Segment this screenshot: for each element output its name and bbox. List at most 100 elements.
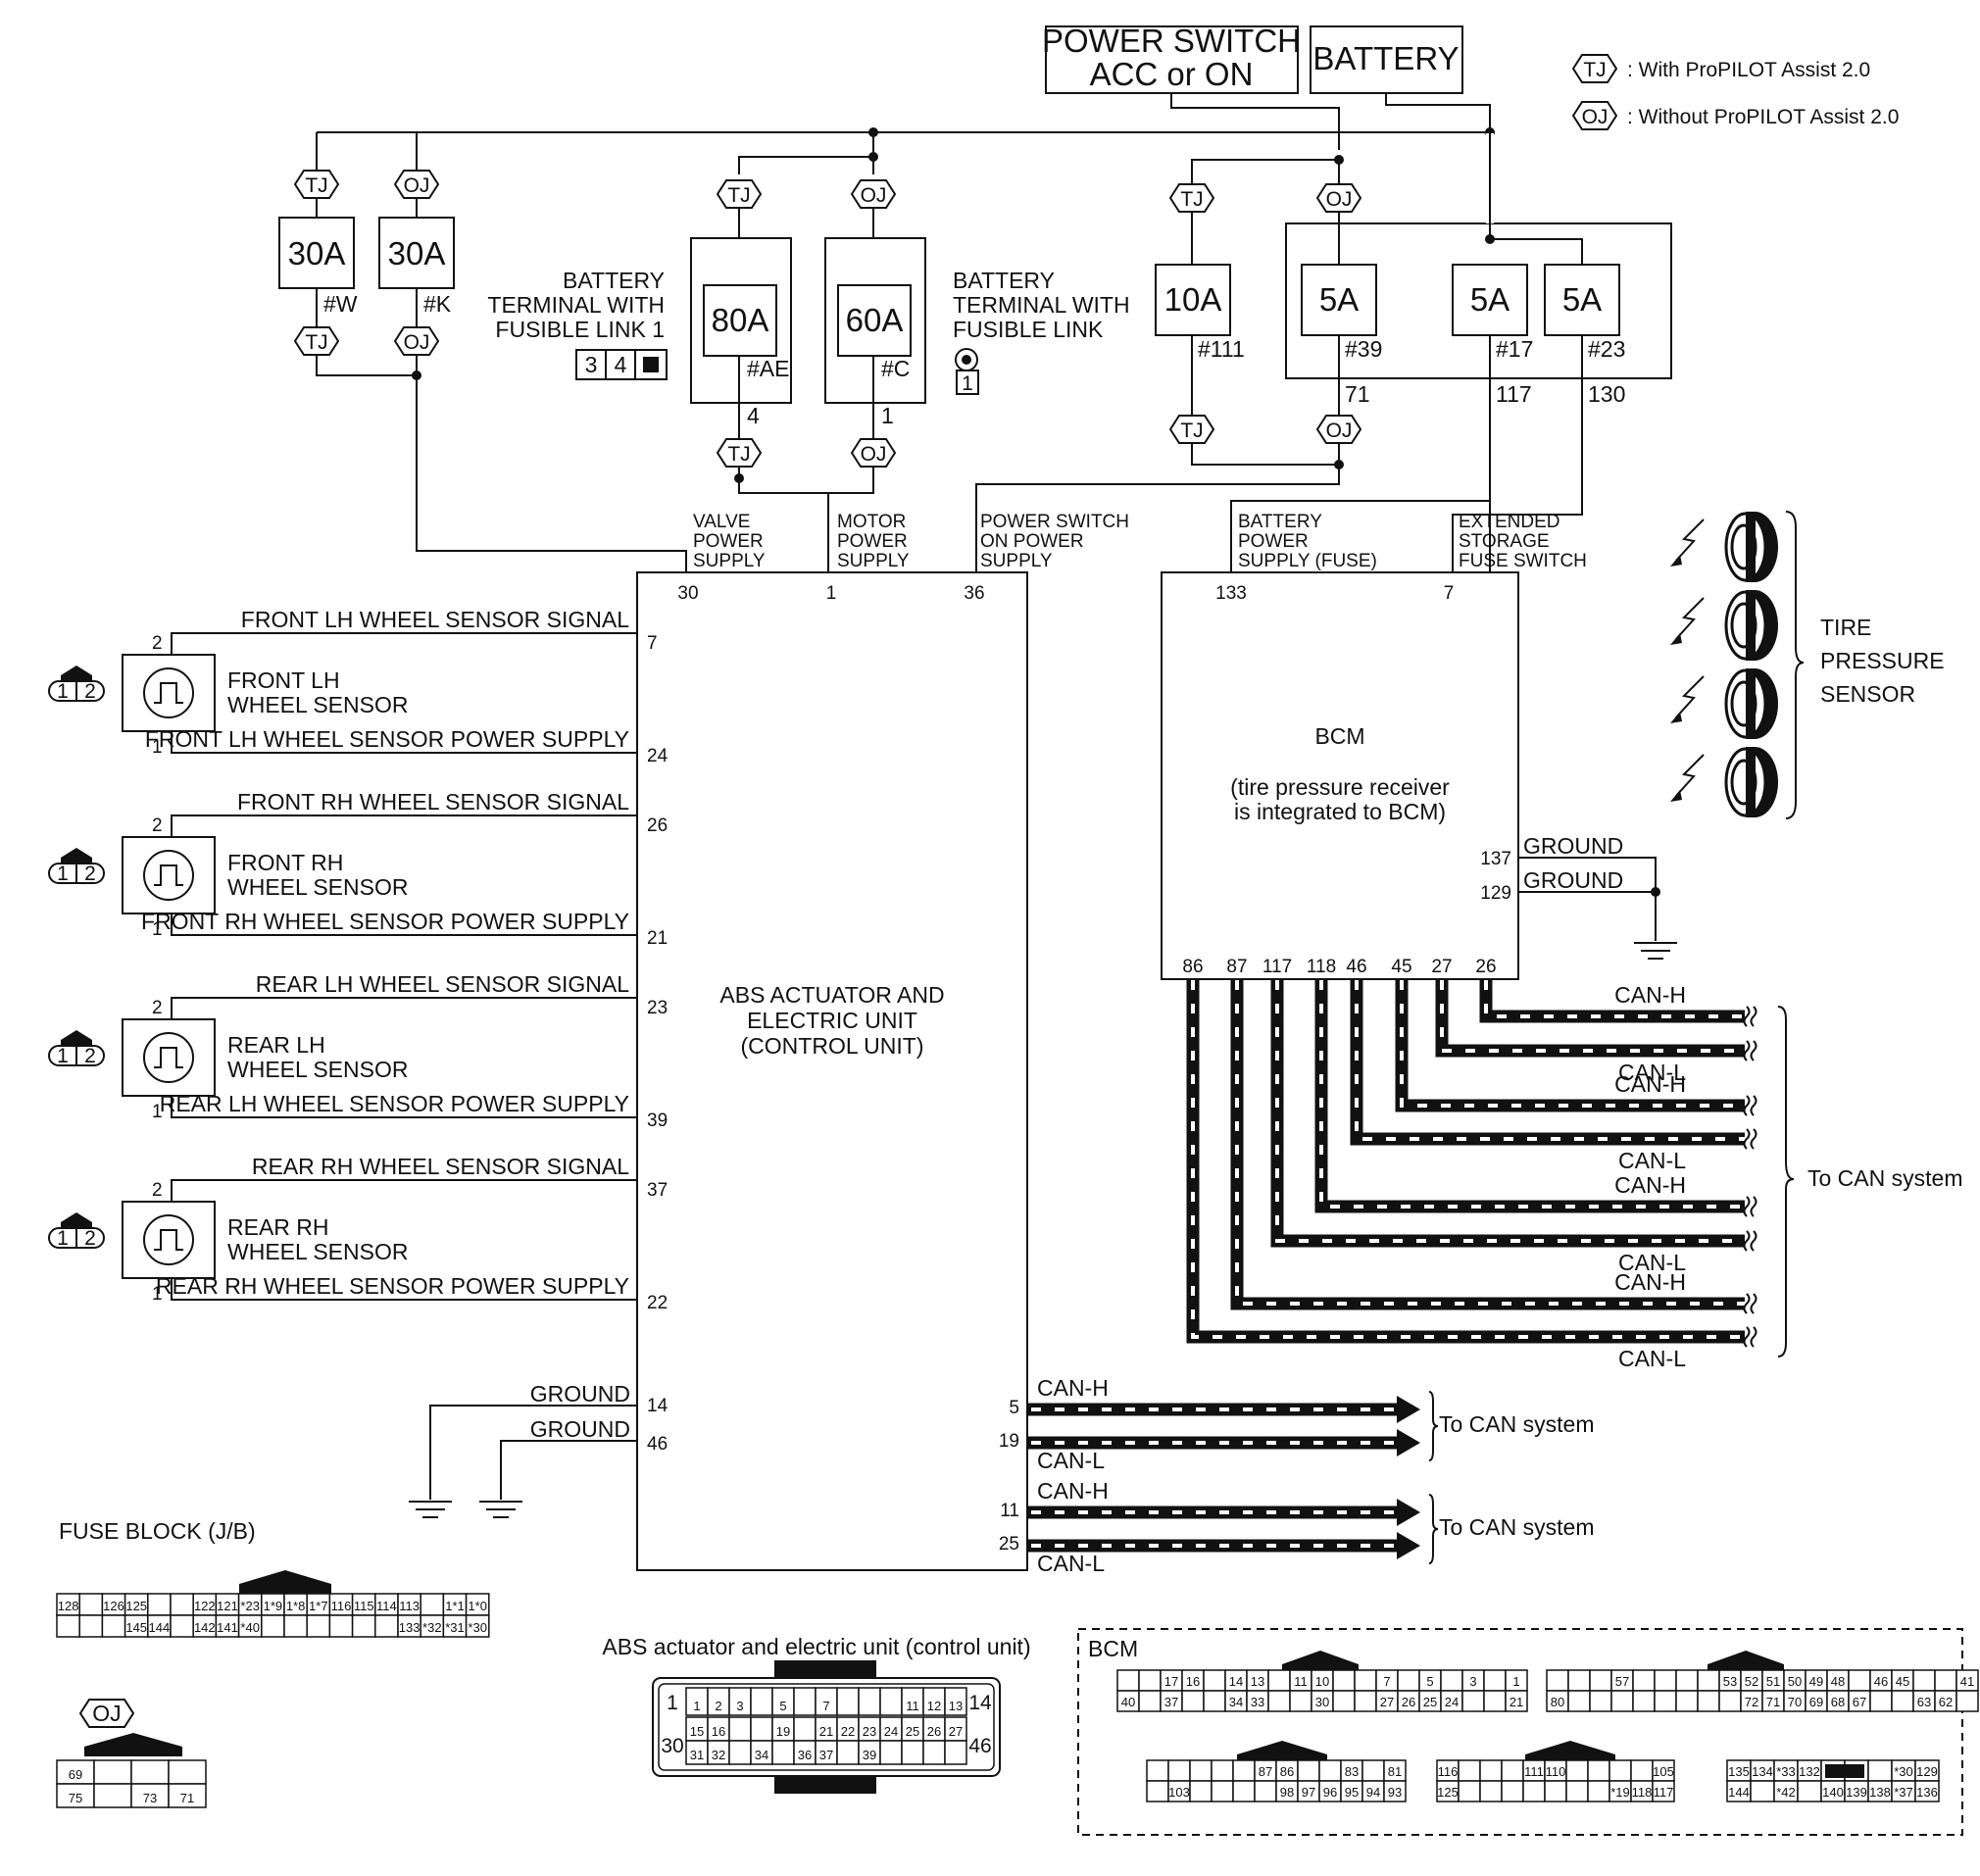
sensor-signal-label: FRONT RH WHEEL SENSOR SIGNAL [237,789,629,815]
connector-pin: 21 [1510,1695,1523,1709]
sensor-power-label: REAR RH WHEEL SENSOR POWER SUPPLY [156,1273,629,1299]
wheel-sensor-icon [143,667,194,718]
connector-pin: 7 [1383,1674,1390,1689]
connector-pin: 17 [1164,1674,1178,1689]
tire-icon [1724,668,1778,739]
bcm-ground-label: GROUND [1523,833,1623,859]
abs-pin: 25 [999,1534,1019,1555]
fuse-id: #C [881,356,910,381]
abs-conn-title: ABS actuator and electric unit (control … [602,1634,1030,1659]
fuse-rating: 30A [388,235,446,272]
bcm-subtitle: (tire pressure receiver [1230,774,1450,800]
connector-pin: 133 [399,1620,421,1635]
bcm-ext-label: FUSE SWITCH [1459,551,1587,571]
connector-pin: *19 [1610,1785,1630,1800]
abs-pin: 39 [647,1111,668,1131]
oj-title: OJ [92,1701,121,1726]
sensor-name: REAR RH [227,1214,329,1240]
svg-text:2: 2 [84,680,96,703]
connector-pin: 125 [125,1599,147,1613]
signal-icon [1670,754,1705,802]
sensor-power-label: FRONT RH WHEEL SENSOR POWER SUPPLY [141,909,629,934]
connector-pin: 87 [1259,1764,1272,1779]
connector-pin: 111 [1524,1764,1544,1779]
tj-tag-icon [1571,54,1618,83]
fl-label-1: BATTERY [953,268,1055,293]
legend-oj-tag: OJ [1582,106,1609,128]
sensor-name: WHEEL SENSOR [227,874,408,900]
can-line: CAN-H [1314,980,1757,1217]
abs-can-lines: CAN-H CAN-L To CAN system CAN-H CAN-L To… [1027,1375,1594,1576]
connector-pin: 69 [69,1767,82,1782]
bcm-bat-label: POWER [1238,531,1309,552]
sensor-pin: 1 [152,1102,163,1122]
can-h-label: CAN-H [1614,1269,1686,1295]
can-line: CAN-L [1027,1532,1420,1576]
battery: BATTERY [1310,25,1463,94]
can-line: CAN-H [1479,980,1757,1027]
svg-text:2: 2 [84,1227,96,1250]
tag-label: OJ [861,184,887,207]
legend-tj-text: : With ProPILOT Assist 2.0 [1627,59,1870,81]
can-l-label: CAN-L [1037,1551,1105,1576]
wheel-sensor-icon [143,850,194,901]
fuse-30a-k: OJ 30A #K OJ [378,132,687,572]
wheel-sensor-icon [143,1214,194,1265]
sensor-signal-label: REAR LH WHEEL SENSOR SIGNAL [256,971,630,997]
fuse-id: #AE [747,356,789,381]
connector-pin: 114 [376,1599,397,1613]
connector-pin: 110 [1546,1764,1566,1779]
connector-pin: 14 [1229,1674,1243,1689]
fuse-box-5a: OJ 5A #39 71 OJ 5A #17 117 5A #23 130 [975,183,1672,572]
tire-pressure-label: TIRE PRESSURE SENSOR [1785,511,1945,819]
connector-pin: *30 [468,1620,487,1635]
fuse-id: #17 [1496,336,1533,362]
sensor-pin: 1 [152,737,163,758]
connector-pin: 125 [1437,1785,1459,1800]
connector-pin: 34 [1229,1695,1243,1709]
connector-pin: 80 [1551,1695,1564,1709]
fuse-rating: 10A [1164,281,1222,318]
connector-pin: 1*7 [309,1599,328,1613]
battery-label: BATTERY [1312,40,1459,76]
sensor-name: FRONT LH [227,667,340,693]
connector-pin: 103 [1168,1785,1190,1800]
connector-pin: 46 [968,1735,991,1757]
fl-label-2: TERMINAL WITH [953,292,1130,318]
fl1-label-3: FUSIBLE LINK 1 [495,317,665,342]
oj-tag-icon [78,1699,135,1728]
can-l-label: CAN-L [1618,1148,1686,1173]
abs-motor-label: MOTOR [837,512,906,532]
connector-pin: 39 [863,1748,876,1762]
bcm-pin: 117 [1262,957,1292,977]
oj-tag-icon [850,179,897,209]
fl1-label-2: TERMINAL WITH [487,292,665,318]
abs-psw-label: ON POWER [980,531,1084,552]
connector-pin: 96 [1323,1785,1337,1800]
signal-icon [1670,597,1705,645]
legend-tj-tag: TJ [1583,59,1606,81]
connector-pin: 126 [103,1599,124,1613]
connector-pin: 116 [331,1599,352,1613]
tj-tag-icon [293,170,340,199]
fuse-id: #39 [1345,336,1382,362]
connector-pin: 15 [690,1724,704,1739]
connector-pin: 34 [755,1748,768,1762]
abs-pin: 23 [647,998,668,1018]
connector-pin: *23 [240,1599,260,1613]
tag-label: TJ [727,184,750,207]
to-can-label: To CAN system [1439,1514,1594,1540]
sensor-pin: 2 [152,815,163,836]
connector-pin: 53 [1723,1674,1737,1689]
fuse-60a: OJ 60A #C 1 OJ [824,179,926,468]
connector-pin: 81 [1388,1764,1402,1779]
abs-pin: 7 [647,633,658,654]
bcm-bat-label: BATTERY [1238,512,1322,532]
connector-pin: 141 [217,1620,238,1635]
connector-pin: 68 [1831,1695,1845,1709]
connector-pin: 49 [1809,1674,1823,1689]
